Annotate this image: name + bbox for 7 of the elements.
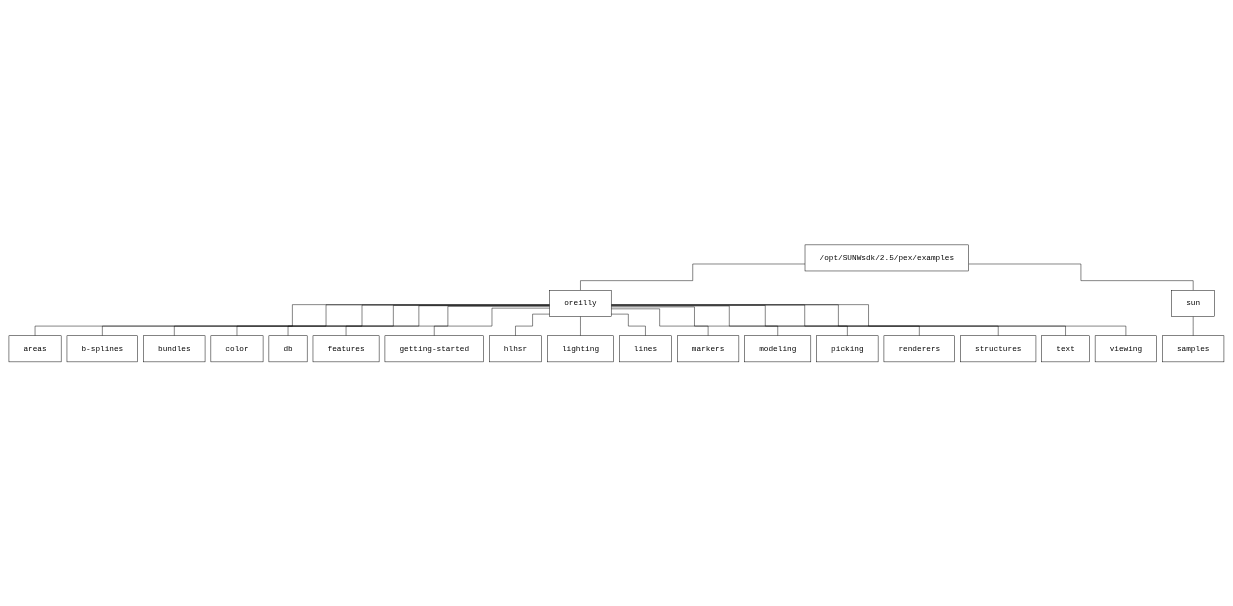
connector [287, 305, 550, 336]
connector [174, 304, 550, 336]
connector [236, 304, 550, 336]
connector [611, 306, 779, 336]
connector [611, 305, 848, 336]
connector [345, 305, 550, 336]
connector [611, 304, 920, 336]
